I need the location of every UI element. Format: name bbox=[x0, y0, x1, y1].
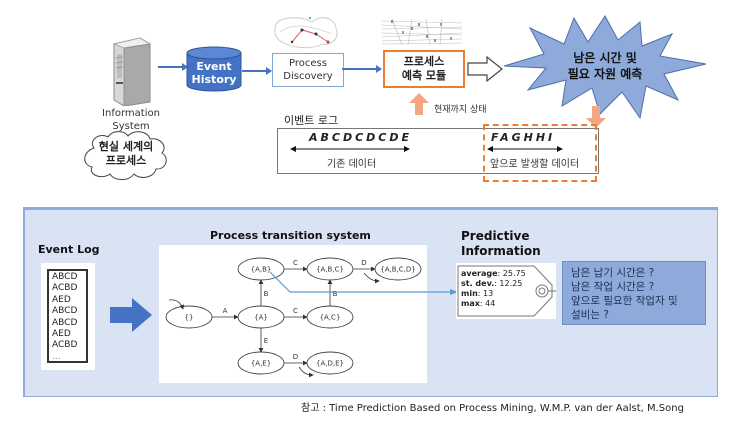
current-state-up-arrow bbox=[409, 93, 429, 115]
state-to-prediction-line bbox=[270, 271, 458, 295]
trace-heatmap-thumbnail bbox=[382, 18, 462, 46]
cloud-line2: 프로세스 bbox=[105, 154, 147, 167]
real-world-process-cloud: 현실 세계의 프로세스 bbox=[80, 128, 172, 182]
state-node-label: {A,B,C} bbox=[316, 266, 344, 274]
state-node-AC bbox=[306, 305, 354, 329]
prediction-result-burst: 남은 시간 및 필요 자원 예측 bbox=[500, 14, 710, 120]
question-item: 남은 납기 시간은 ? bbox=[571, 267, 655, 279]
trace-item: ABCD bbox=[52, 317, 78, 328]
info-system-line1: Information bbox=[102, 108, 160, 119]
state-node-empty bbox=[165, 305, 213, 329]
arrow-discovery-to-module bbox=[342, 65, 382, 73]
past-sequence: ABCDCDCDE bbox=[309, 131, 413, 144]
event-log-list-card: ABCD ACBD AED ABCD ABCD AED ACBD ... bbox=[41, 263, 95, 370]
event-log-title-kr: 이벤트 로그 bbox=[284, 114, 339, 127]
cloud-line1: 현실 세계의 bbox=[98, 140, 154, 153]
future-data-highlight bbox=[483, 124, 597, 182]
trace-item: ABCD bbox=[52, 306, 78, 317]
prediction-module-line1: 프로세스 bbox=[403, 55, 445, 68]
future-down-arrow bbox=[586, 106, 606, 128]
transition-edge-label: D bbox=[361, 259, 366, 267]
transition-system-canvas: A B C E C B D D {} {A} {A,B} {A,B,C} {A,B,C,D} {A,C}… bbox=[159, 245, 427, 383]
transition-edge-label: C bbox=[293, 259, 298, 267]
state-node-label: {} bbox=[185, 314, 194, 322]
reference-citation: 참고 : Time Prediction Based on Process Mi… bbox=[301, 403, 684, 414]
event-history-line1: Event bbox=[196, 60, 232, 73]
process-discovery-box: Process Discovery bbox=[272, 53, 344, 87]
state-node-A bbox=[237, 305, 285, 329]
information-system-label: Information System bbox=[86, 107, 176, 133]
transition-system-title: Process transition system bbox=[210, 229, 371, 242]
arrow-server-to-history bbox=[158, 63, 188, 71]
cloud-icon bbox=[84, 131, 167, 181]
log-to-transition-arrow bbox=[110, 298, 152, 332]
event-log-title: Event Log bbox=[38, 243, 100, 256]
predictive-info-tag: average: 25.75 st. dev.: 12.25 min: 13 m… bbox=[456, 263, 556, 319]
stat-average: average: 25.75 bbox=[461, 269, 526, 278]
state-node-label: {A,B} bbox=[251, 266, 272, 274]
trace-item: ACBD bbox=[52, 340, 78, 351]
event-log-timeline bbox=[277, 128, 599, 174]
arrow-history-to-discovery bbox=[242, 67, 272, 75]
transition-edge-label: E bbox=[264, 337, 268, 345]
final-arrow-abcd bbox=[363, 272, 380, 284]
transition-edge-label: D bbox=[293, 353, 298, 361]
past-data-label: 기존 데이터 bbox=[327, 159, 377, 170]
final-arrow-ade bbox=[298, 366, 314, 378]
prediction-result-line2: 필요 자원 예측 bbox=[567, 67, 643, 81]
state-node-ADE bbox=[306, 351, 354, 375]
trace-item: ACBD bbox=[52, 283, 78, 294]
predictive-title-line2: Information bbox=[461, 244, 541, 258]
event-history-line2: History bbox=[191, 73, 237, 86]
predictive-info-title: Predictive Information bbox=[461, 229, 541, 259]
state-node-label: {A,D,E} bbox=[316, 360, 344, 368]
hollow-arrow-to-prediction bbox=[467, 56, 503, 82]
predictive-title-line1: Predictive bbox=[461, 229, 530, 243]
process-map-thumbnail bbox=[274, 16, 338, 49]
trace-item: ... bbox=[52, 351, 61, 362]
transition-edge-label: C bbox=[293, 307, 298, 315]
info-system-line2: System bbox=[112, 121, 150, 132]
event-history-database: Event History bbox=[186, 46, 242, 92]
state-node-label: {A,B,C,D} bbox=[380, 266, 415, 274]
transition-edge-label: B bbox=[264, 290, 269, 298]
prediction-result-line1: 남은 시간 및 bbox=[573, 51, 637, 65]
question-item: 설비는 ? bbox=[571, 309, 609, 321]
transition-edge-label: B bbox=[333, 290, 338, 298]
stat-min: min: 13 bbox=[461, 289, 494, 298]
state-node-ABC bbox=[306, 257, 354, 281]
server-icon bbox=[112, 37, 152, 107]
information-system bbox=[100, 36, 160, 107]
prediction-module-box: 프로세스 예측 모듈 bbox=[383, 50, 465, 88]
questions-box: 남은 납기 시간은 ? 남은 작업 시간은 ? 앞으로 필요한 작업자 및 설비… bbox=[562, 261, 706, 325]
transition-edge-label: A bbox=[223, 307, 228, 315]
tag-shape bbox=[457, 265, 556, 317]
future-sequence: FAGHHI bbox=[491, 131, 556, 144]
question-item: 남은 작업 시간은 ? bbox=[571, 281, 655, 293]
event-log-list: ABCD ACBD AED ABCD ABCD AED ACBD ... bbox=[47, 269, 88, 363]
database-icon bbox=[186, 46, 242, 92]
trace-item: AED bbox=[52, 329, 71, 340]
state-node-ABCD bbox=[374, 257, 422, 281]
state-node-label: {A,E} bbox=[251, 360, 271, 368]
trace-item: AED bbox=[52, 294, 71, 305]
state-node-label: {A} bbox=[254, 314, 268, 322]
process-discovery-line1: Process bbox=[289, 58, 327, 69]
state-node-AE bbox=[237, 351, 285, 375]
process-discovery-line2: Discovery bbox=[283, 71, 333, 82]
future-range-arrow bbox=[487, 146, 563, 152]
initial-state-arrow bbox=[168, 299, 185, 310]
transition-system-graph: A B C E C B D D {} {A} {A,B} {A,B,C} {A,B,C,D} {A,C}… bbox=[165, 257, 422, 378]
trace-item: ABCD bbox=[52, 272, 78, 282]
stat-st-dev: st. dev.: 12.25 bbox=[461, 279, 523, 288]
state-node-label: {A,C} bbox=[320, 314, 341, 322]
question-item: 앞으로 필요한 작업자 및 bbox=[571, 295, 678, 307]
current-state-label: 현재까지 상태 bbox=[434, 105, 487, 115]
future-data-label: 앞으로 발생할 데이터 bbox=[490, 159, 580, 170]
stat-max: max: 44 bbox=[461, 299, 496, 308]
prediction-module-line2: 예측 모듈 bbox=[401, 69, 447, 82]
past-range-arrow bbox=[290, 146, 410, 152]
